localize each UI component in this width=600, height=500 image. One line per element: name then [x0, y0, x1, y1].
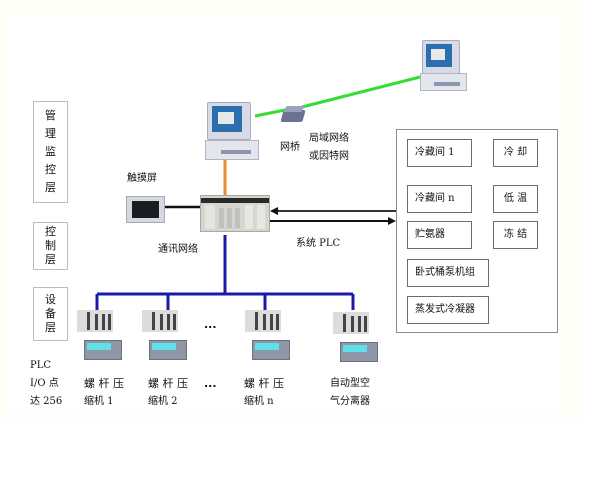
arrow-right-head: [388, 217, 396, 225]
controlled-equipment-panel: 冷藏间 1 冷 却 冷藏间 n 低 温 贮氨器 冻 结 卧式桶泵机组 蒸发式冷凝…: [396, 129, 558, 333]
arrow-left-head: [270, 207, 278, 215]
compressor-1-plc-icon: [77, 310, 122, 362]
device-2-label-line2: 缩机 2: [148, 396, 178, 407]
ellipsis-upper: ...: [204, 318, 217, 331]
item-evap-condenser: 蒸发式冷凝器: [407, 296, 489, 324]
compressor-2-plc-icon: [142, 310, 187, 362]
layer-device: 设 备 层: [33, 287, 68, 341]
comm-network-label: 通讯网络: [158, 244, 198, 255]
network-bridge-icon: [280, 106, 306, 124]
item-ammonia-tank: 贮氨器: [407, 221, 472, 249]
air-separator-plc-icon: [333, 312, 378, 364]
touch-screen-label: 触摸屏: [127, 173, 157, 184]
device-2-label-line1: 螺 杆 压: [148, 377, 188, 390]
system-plc-rack-icon: [200, 195, 270, 232]
plc-io-label-line3: 达 256: [30, 396, 63, 407]
ellipsis-lower: ...: [204, 377, 217, 390]
workstation-computer-icon: [205, 102, 259, 160]
item-cold-room-1: 冷藏间 1: [407, 139, 472, 167]
air-separator-label-line1: 自动型空: [330, 378, 370, 389]
plc-io-label-line2: I/O 点: [30, 378, 59, 389]
system-plc-label: 系统 PLC: [296, 238, 341, 249]
layer-control: 控 制 层: [33, 222, 68, 270]
remote-computer-icon: [420, 40, 467, 91]
air-separator-label-line2: 气分离器: [330, 396, 370, 407]
device-n-label-line2: 缩机 n: [244, 396, 274, 407]
compressor-n-plc-icon: [245, 310, 290, 362]
bridge-label: 网桥: [280, 142, 300, 153]
item-freezing: 冻 结: [493, 221, 538, 249]
item-pump-unit: 卧式桶泵机组: [407, 259, 489, 287]
lan-label-line1: 局域网络: [309, 133, 349, 144]
device-n-label-line1: 螺 杆 压: [244, 377, 284, 390]
device-1-label-line2: 缩机 1: [84, 396, 114, 407]
item-low-temp: 低 温: [493, 185, 538, 213]
item-cold-room-n: 冷藏间 n: [407, 185, 472, 213]
plc-io-label-line1: PLC: [30, 360, 52, 371]
lan-label-line2: 或因特网: [309, 151, 349, 162]
internet-link-line-2: [301, 75, 421, 109]
item-cooling: 冷 却: [493, 139, 538, 167]
touch-screen-icon: [126, 196, 165, 223]
layer-management: 管 理 监 控 层: [33, 101, 68, 203]
device-1-label-line1: 螺 杆 压: [84, 377, 124, 390]
